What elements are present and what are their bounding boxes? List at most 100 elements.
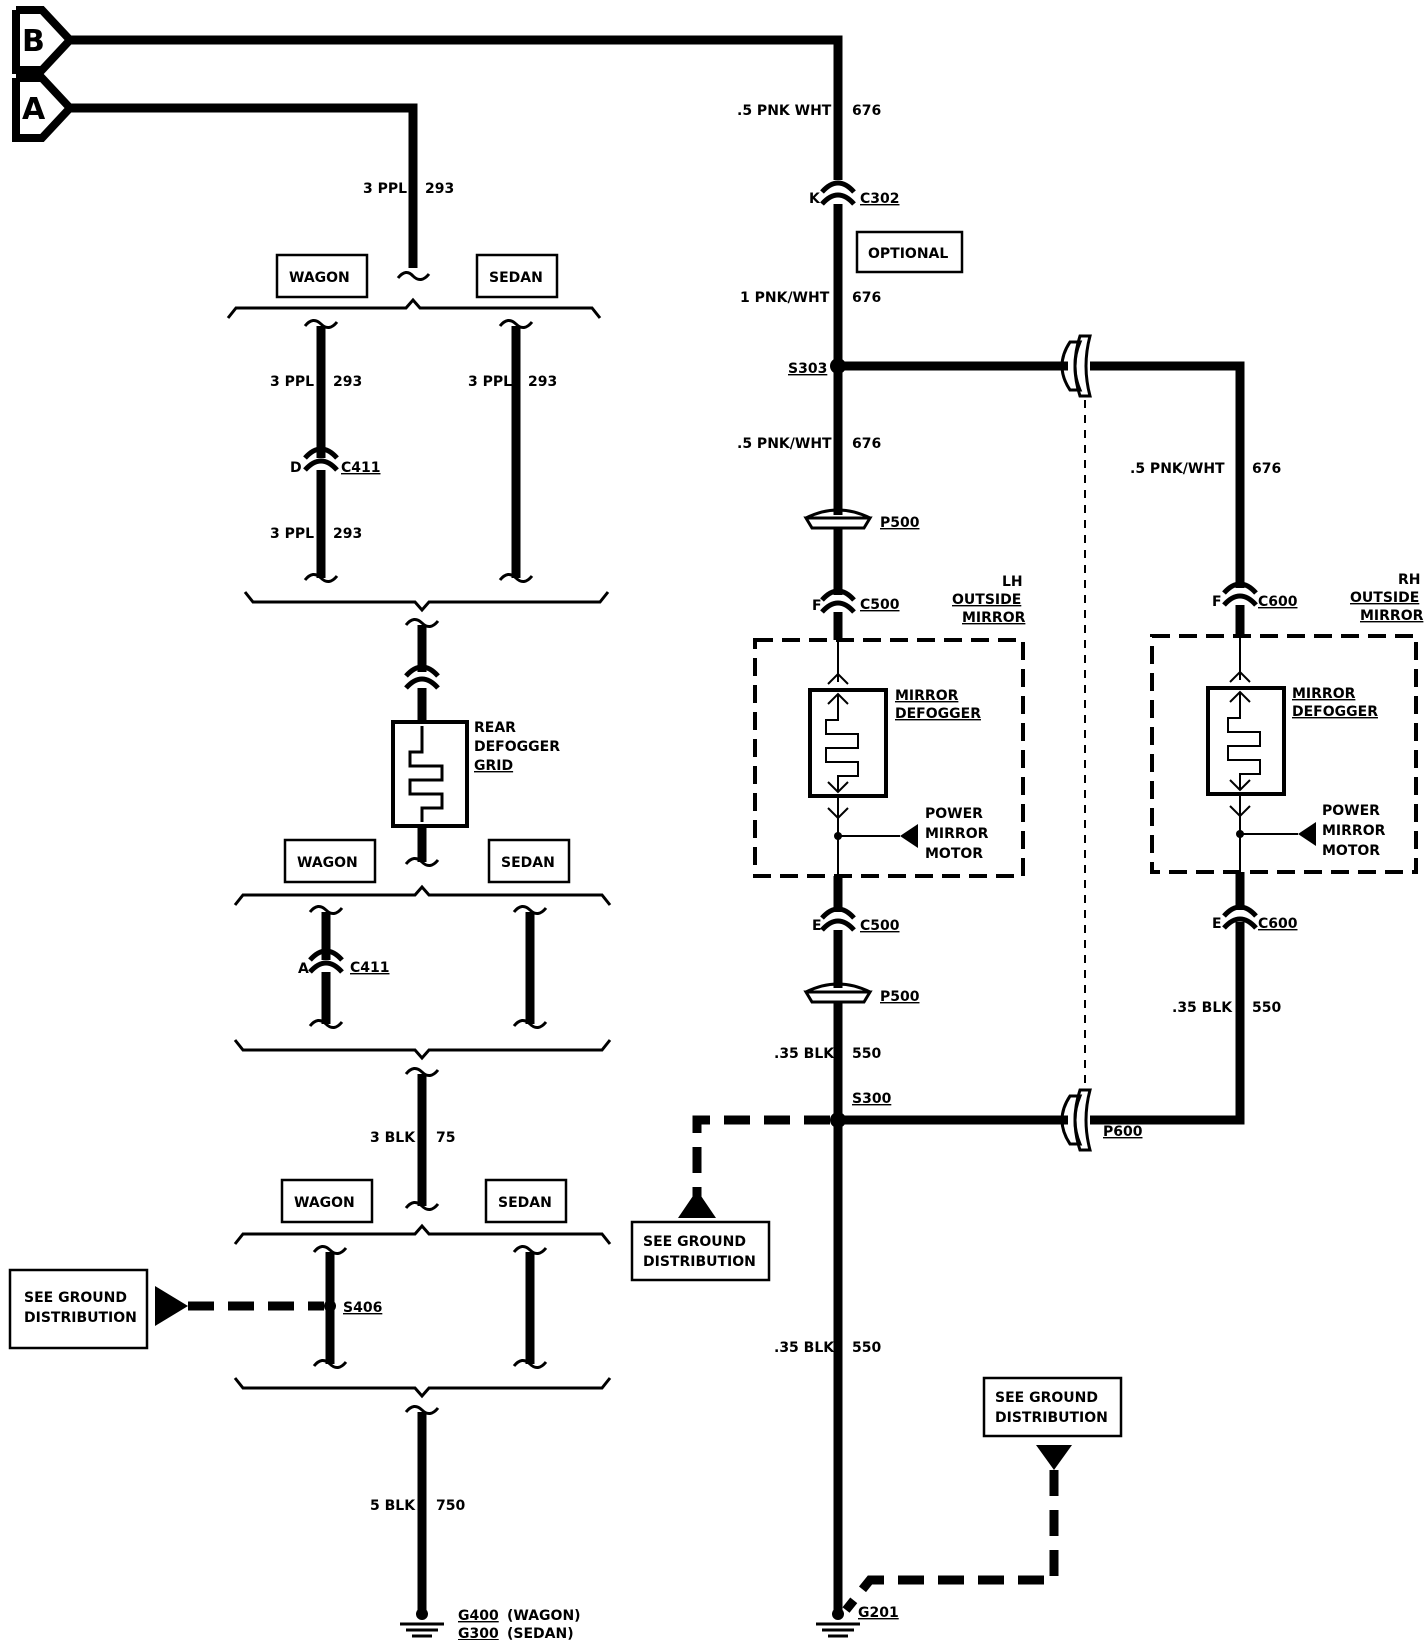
diagram-label: LH (1002, 574, 1023, 590)
diagram-label: C411 (341, 460, 381, 476)
diagram-label: C302 (860, 191, 900, 207)
diagram-label: .35 BLK (774, 1340, 835, 1356)
diagram-label: 293 (333, 526, 362, 542)
wire-293-top-color: 3 PPL (363, 181, 407, 197)
p600-upper-passthrough (1060, 334, 1092, 398)
diagram-label: 75 (436, 1130, 455, 1146)
diagram-label: (SEDAN) (507, 1626, 574, 1640)
diagram-label: G400 (458, 1608, 499, 1624)
diagram-label: SEDAN (489, 270, 543, 286)
diagram-label: MIRROR (895, 688, 959, 704)
diagram-label: RH (1398, 572, 1421, 588)
c302-connector (820, 180, 856, 206)
diagram-label: P500 (880, 989, 920, 1005)
diagram-label: SEE GROUND (995, 1390, 1098, 1406)
diagram-label: MIRROR (1322, 823, 1386, 839)
ground-note-center: SEE GROUND DISTRIBUTION (630, 1220, 771, 1282)
diagram-label: 5 BLK (370, 1498, 416, 1514)
diagram-label: WAGON (294, 1195, 355, 1211)
diagram-label: DISTRIBUTION (24, 1310, 137, 1326)
diagram-label: K (809, 191, 821, 207)
ground-symbol-g400 (400, 1608, 444, 1638)
diagram-label: P500 (880, 515, 920, 531)
diagram-label: A (298, 961, 309, 977)
diagram-label: MIRROR (1360, 608, 1424, 624)
variant-bracket-1-top (226, 297, 602, 319)
p500-upper-passthrough (803, 508, 873, 530)
diagram-label: DISTRIBUTION (643, 1254, 756, 1270)
diagram-label: 550 (852, 1340, 881, 1356)
diagram-label: C600 (1258, 594, 1298, 610)
diagram-label: MOTOR (925, 846, 983, 862)
diagram-label: WAGON (297, 855, 358, 871)
diagram-label: WAGON (289, 270, 350, 286)
diagram-label: D (290, 460, 302, 476)
diagram-label: MIRROR (962, 610, 1026, 626)
optional-label: OPTIONAL (855, 230, 964, 274)
diagram-label: G300 (458, 1626, 499, 1640)
diagram-label: SEE GROUND (24, 1290, 127, 1306)
wagon-label-2: WAGON (283, 838, 377, 884)
connector-b: B (12, 6, 76, 74)
diagram-label: C411 (350, 960, 390, 976)
diagram-label: 3 PPL (270, 526, 314, 542)
diagram-label: OUTSIDE (1350, 590, 1419, 606)
diagram-label: .5 PNK/WHT (737, 436, 832, 452)
diagram-label: A (22, 92, 46, 127)
diagram-label: REAR (474, 720, 516, 736)
diagram-label: MOTOR (1322, 843, 1380, 859)
diagram-label: 293 (528, 374, 557, 390)
diagram-label: 3 BLK (370, 1130, 416, 1146)
diagram-label: DEFOGGER (1292, 704, 1378, 720)
variant-bracket-3-bottom (233, 1377, 612, 1399)
diagram-label: G201 (858, 1605, 899, 1621)
p600-lower-passthrough (1060, 1088, 1092, 1152)
diagram-label: E (812, 918, 822, 934)
diagram-label: S406 (343, 1300, 382, 1316)
diagram-label: C500 (860, 918, 900, 934)
diagram-label: 1 PNK/WHT (740, 290, 830, 306)
diagram-label: MIRROR (925, 826, 989, 842)
sedan-label-3: SEDAN (484, 1178, 568, 1224)
diagram-label: 676 (852, 290, 881, 306)
diagram-label: (WAGON) (507, 1608, 581, 1624)
ground-symbol-g201 (816, 1608, 860, 1638)
wagon-label-3: WAGON (280, 1178, 374, 1224)
diagram-label: SEDAN (501, 855, 555, 871)
rh-mirror-defogger (1206, 686, 1286, 796)
diagram-label: 676 (852, 103, 881, 119)
wire-550-rh-branch (838, 922, 1245, 1125)
diagram-label: DEFOGGER (895, 706, 981, 722)
p500-lower-passthrough (803, 982, 873, 1004)
variant-bracket-2-bottom (233, 1039, 612, 1061)
diagram-label: S300 (852, 1091, 892, 1107)
wire-676-rh-branch (838, 361, 1245, 588)
diagram-label: S303 (788, 361, 827, 377)
sedan-label-2: SEDAN (487, 838, 571, 884)
diagram-label: P600 (1103, 1124, 1143, 1140)
rear-defogger-grid (391, 720, 469, 828)
diagram-label: 293 (333, 374, 362, 390)
variant-bracket-2-top (233, 884, 612, 906)
diagram-label: POWER (1322, 803, 1380, 819)
diagram-label: POWER (925, 806, 983, 822)
diagram-label: .5 PNK WHT (737, 103, 832, 119)
lh-mirror-defogger (808, 688, 888, 798)
diagram-label: C600 (1258, 916, 1298, 932)
diagram-label: C500 (860, 597, 900, 613)
ground-note-left: SEE GROUND DISTRIBUTION (8, 1268, 149, 1350)
diagram-label: OUTSIDE (952, 592, 1021, 608)
lh-outside-mirror-box (753, 638, 1025, 878)
diagram-label: GRID (474, 758, 513, 774)
diagram-label: SEE GROUND (643, 1234, 746, 1250)
diagram-label: 676 (852, 436, 881, 452)
diagram-label: .35 BLK (1172, 1000, 1233, 1016)
wire-b-feed (70, 35, 843, 180)
diagram-label: E (1212, 916, 1222, 932)
diagram-label: 550 (852, 1046, 881, 1062)
diagram-label: 550 (1252, 1000, 1281, 1016)
diagram-label: 3 PPL (468, 374, 512, 390)
wagon-label-1: WAGON (275, 253, 369, 299)
rh-outside-mirror-box (1150, 634, 1418, 874)
